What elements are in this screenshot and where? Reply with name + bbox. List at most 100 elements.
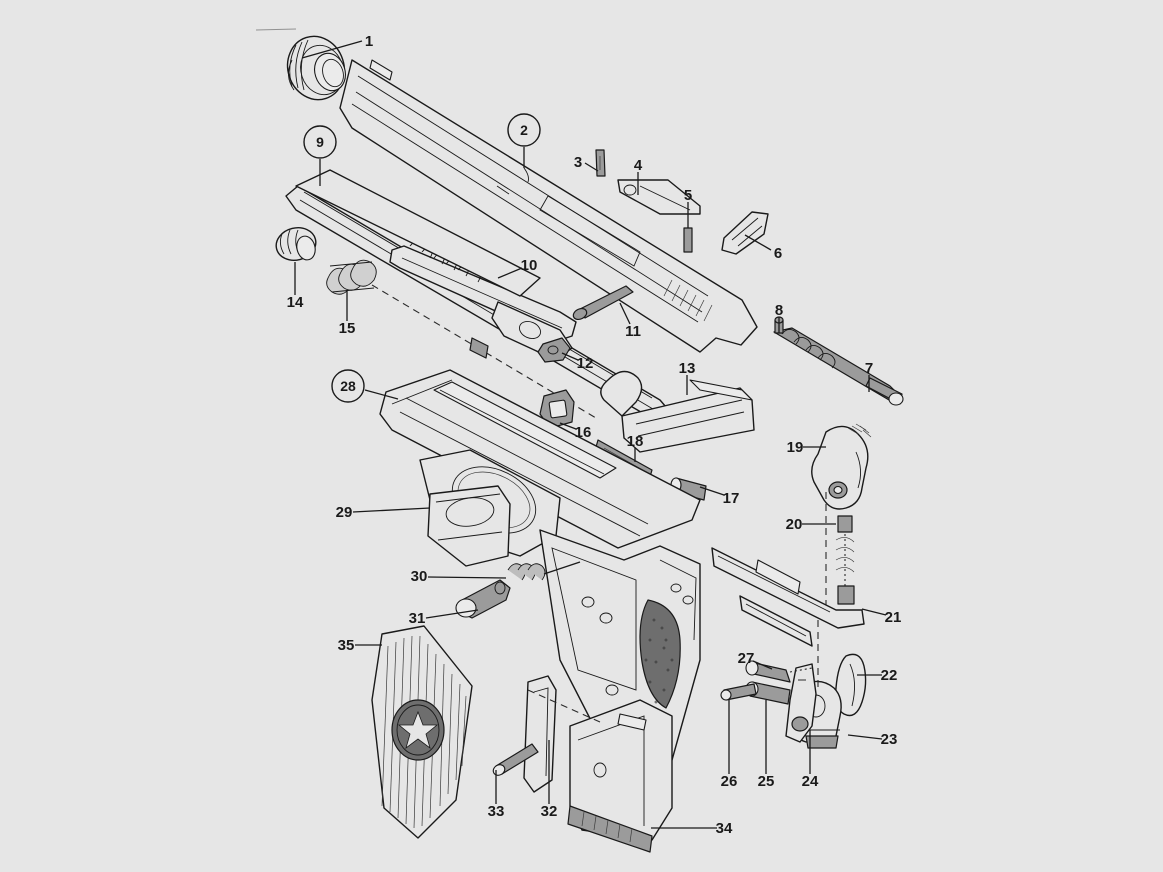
part-pin-27: [745, 660, 791, 683]
part-magazine-pin: [492, 743, 539, 776]
callout-number: 17: [723, 490, 740, 507]
part-hammer-strut: [825, 492, 855, 612]
callout-number: 7: [865, 360, 873, 377]
callout-20[interactable]: 20: [786, 516, 836, 533]
callout-23[interactable]: 23: [847, 731, 898, 748]
callout-6[interactable]: 6: [744, 234, 782, 262]
callout-number: 15: [339, 320, 356, 337]
callout-18[interactable]: 18: [627, 433, 644, 462]
callout-31[interactable]: 31: [409, 609, 479, 627]
callout-10[interactable]: 10: [497, 257, 538, 279]
callout-leader-line: [427, 576, 507, 579]
callout-leader-line: [497, 267, 523, 279]
callout-number: 21: [885, 609, 902, 626]
callout-2[interactable]: 2: [507, 113, 541, 168]
callout-19[interactable]: 19: [787, 439, 826, 456]
callout-35[interactable]: 35: [338, 637, 382, 654]
part-firing-pin-stop: [683, 227, 693, 253]
part-sear-spring: [539, 389, 575, 429]
part-extractor: [595, 149, 606, 177]
part-sear: [834, 653, 867, 717]
callout-14[interactable]: 14: [287, 262, 304, 311]
callout-16[interactable]: 16: [559, 422, 592, 441]
callout-5[interactable]: 5: [684, 187, 692, 228]
part-recoil-spring-assembly: [295, 169, 541, 297]
callout-number: 23: [881, 731, 898, 748]
callout-24[interactable]: 24: [802, 730, 819, 790]
callout-13[interactable]: 13: [679, 360, 696, 395]
callout-number: 3: [574, 154, 582, 171]
callout-number: 33: [488, 803, 505, 820]
callout-number: 11: [625, 323, 641, 340]
callout-27[interactable]: 27: [738, 650, 773, 670]
callout-leader-line: [861, 608, 887, 616]
callout-25[interactable]: 25: [758, 700, 775, 790]
callout-number: 2: [520, 122, 528, 138]
callout-number: 32: [541, 803, 558, 820]
callout-number: 25: [758, 773, 775, 790]
part-recoil-spring: [326, 259, 377, 295]
callout-26[interactable]: 26: [721, 700, 738, 790]
callout-bubble: [331, 369, 365, 403]
callout-29[interactable]: 29: [336, 504, 431, 521]
callout-12[interactable]: 12: [561, 352, 593, 372]
callout-number: 4: [634, 157, 643, 174]
callout-number: 30: [411, 568, 428, 585]
callout-number: 29: [336, 504, 353, 521]
callout-28[interactable]: 28: [331, 369, 399, 403]
callout-number: 5: [684, 187, 692, 204]
callout-number: 9: [316, 134, 324, 150]
callout-number: 22: [881, 667, 898, 684]
callout-17[interactable]: 17: [699, 486, 740, 507]
callout-15[interactable]: 15: [339, 290, 356, 337]
callout-3[interactable]: 3: [574, 154, 599, 172]
part-plunger-spring: [507, 561, 581, 581]
callout-leader-line: [425, 609, 479, 619]
callout-bubble: [303, 125, 337, 159]
callout-leader-line: [364, 389, 399, 400]
callout-33[interactable]: 33: [488, 770, 505, 820]
callout-number: 27: [738, 650, 755, 667]
part-recoil-plug: [275, 227, 317, 261]
callout-number: 8: [775, 302, 783, 319]
callout-8[interactable]: 8: [775, 302, 783, 333]
callout-number: 24: [802, 773, 819, 790]
part-barrel-link: [537, 337, 571, 363]
part-thumb-safety: [427, 485, 511, 567]
callout-number: 26: [721, 773, 738, 790]
callout-number: 1: [365, 33, 373, 50]
callout-leader-line: [699, 486, 725, 496]
callout-number: 18: [627, 433, 644, 450]
callout-leader-line: [559, 422, 577, 430]
callout-30[interactable]: 30: [411, 568, 507, 585]
part-magazine: [567, 699, 673, 853]
callout-number: 16: [575, 424, 592, 441]
callout-leader-line: [619, 302, 631, 325]
part-link-pin: [572, 285, 634, 321]
callout-number: 34: [716, 820, 733, 837]
part-mainspring-housing: [711, 547, 865, 647]
callout-11[interactable]: 11: [619, 302, 641, 340]
callout-7[interactable]: 7: [865, 360, 873, 392]
callout-leader-line: [744, 234, 772, 251]
callout-34[interactable]: 34: [651, 820, 733, 837]
part-hammer: [811, 423, 872, 510]
callout-number: 19: [787, 439, 804, 456]
callout-number: 31: [409, 610, 426, 627]
part-pin-26: [720, 683, 757, 701]
part-slide: [339, 59, 758, 353]
part-trigger-lever: [785, 663, 817, 743]
part-grip-panel: [371, 625, 473, 839]
callout-22[interactable]: 22: [857, 667, 897, 684]
part-rear-sight: [721, 211, 769, 255]
callout-number: 6: [774, 245, 782, 262]
callout-4[interactable]: 4: [634, 157, 643, 195]
callout-number: 13: [679, 360, 696, 377]
callout-9[interactable]: 9: [303, 125, 337, 186]
callout-1[interactable]: 1: [301, 33, 373, 59]
callout-21[interactable]: 21: [861, 608, 902, 626]
callout-32[interactable]: 32: [541, 740, 558, 820]
callout-number: 10: [521, 257, 538, 274]
part-barrel-bushing: [286, 35, 346, 101]
